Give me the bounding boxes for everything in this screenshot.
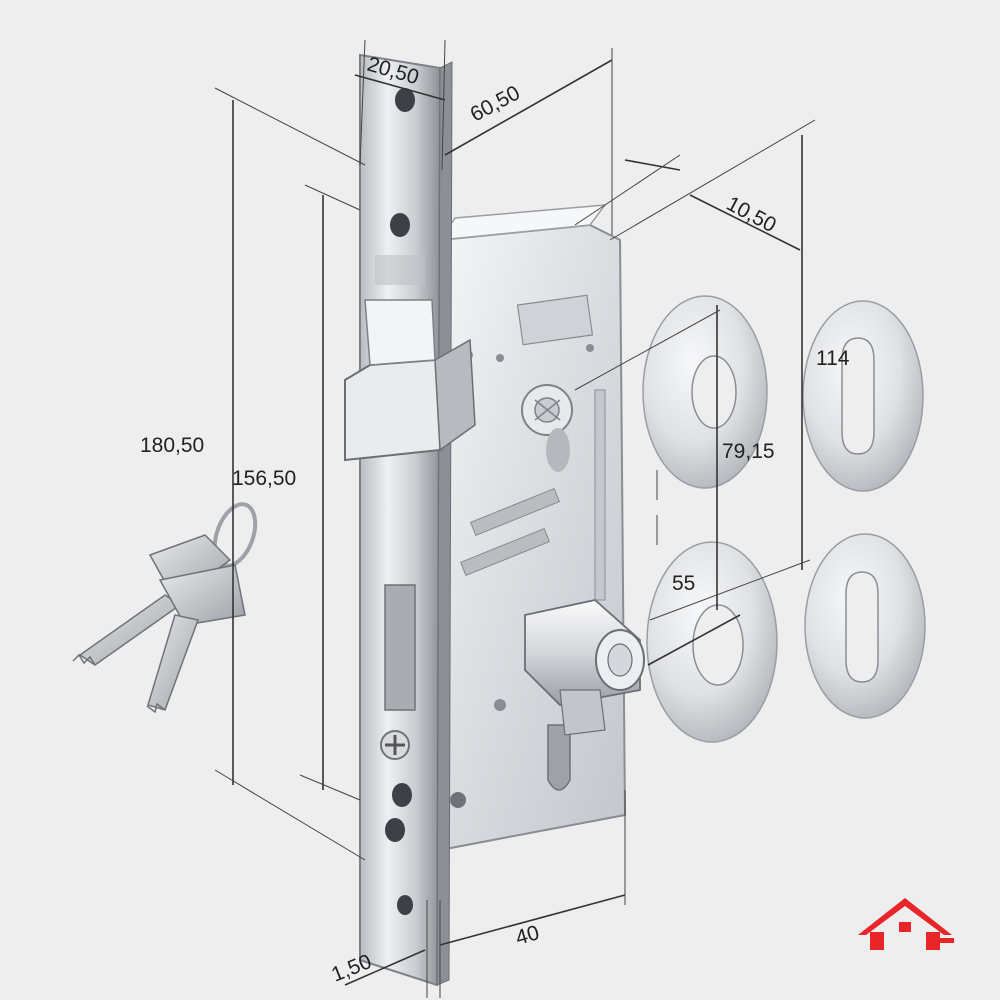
keys bbox=[72, 502, 258, 714]
faceplate bbox=[359, 53, 453, 987]
house-logo-icon bbox=[858, 898, 954, 950]
rosette-round-top bbox=[642, 295, 768, 489]
overall-height-label: 180,50 bbox=[140, 434, 204, 457]
case-height-label: 156,50 bbox=[232, 467, 296, 490]
rosette-round-bottom bbox=[646, 541, 778, 743]
latch-bolt bbox=[344, 299, 476, 462]
rosette-oval-top bbox=[802, 300, 924, 492]
backset-label: 60,50 bbox=[467, 81, 524, 126]
faceplate-thickness-label: 1,50 bbox=[328, 950, 375, 987]
lock-case bbox=[438, 204, 627, 852]
rosette-diameter-label: 55 bbox=[672, 572, 695, 595]
thickness-label: 10,50 bbox=[723, 192, 780, 237]
rosette-spacing-label: 114 bbox=[816, 347, 850, 370]
lock-cylinder bbox=[524, 599, 645, 736]
rosette-oval-bottom bbox=[804, 533, 926, 719]
center-distance-label: 79,15 bbox=[722, 440, 775, 463]
dimension-lines bbox=[214, 39, 816, 998]
case-depth-label: 40 bbox=[513, 921, 542, 950]
